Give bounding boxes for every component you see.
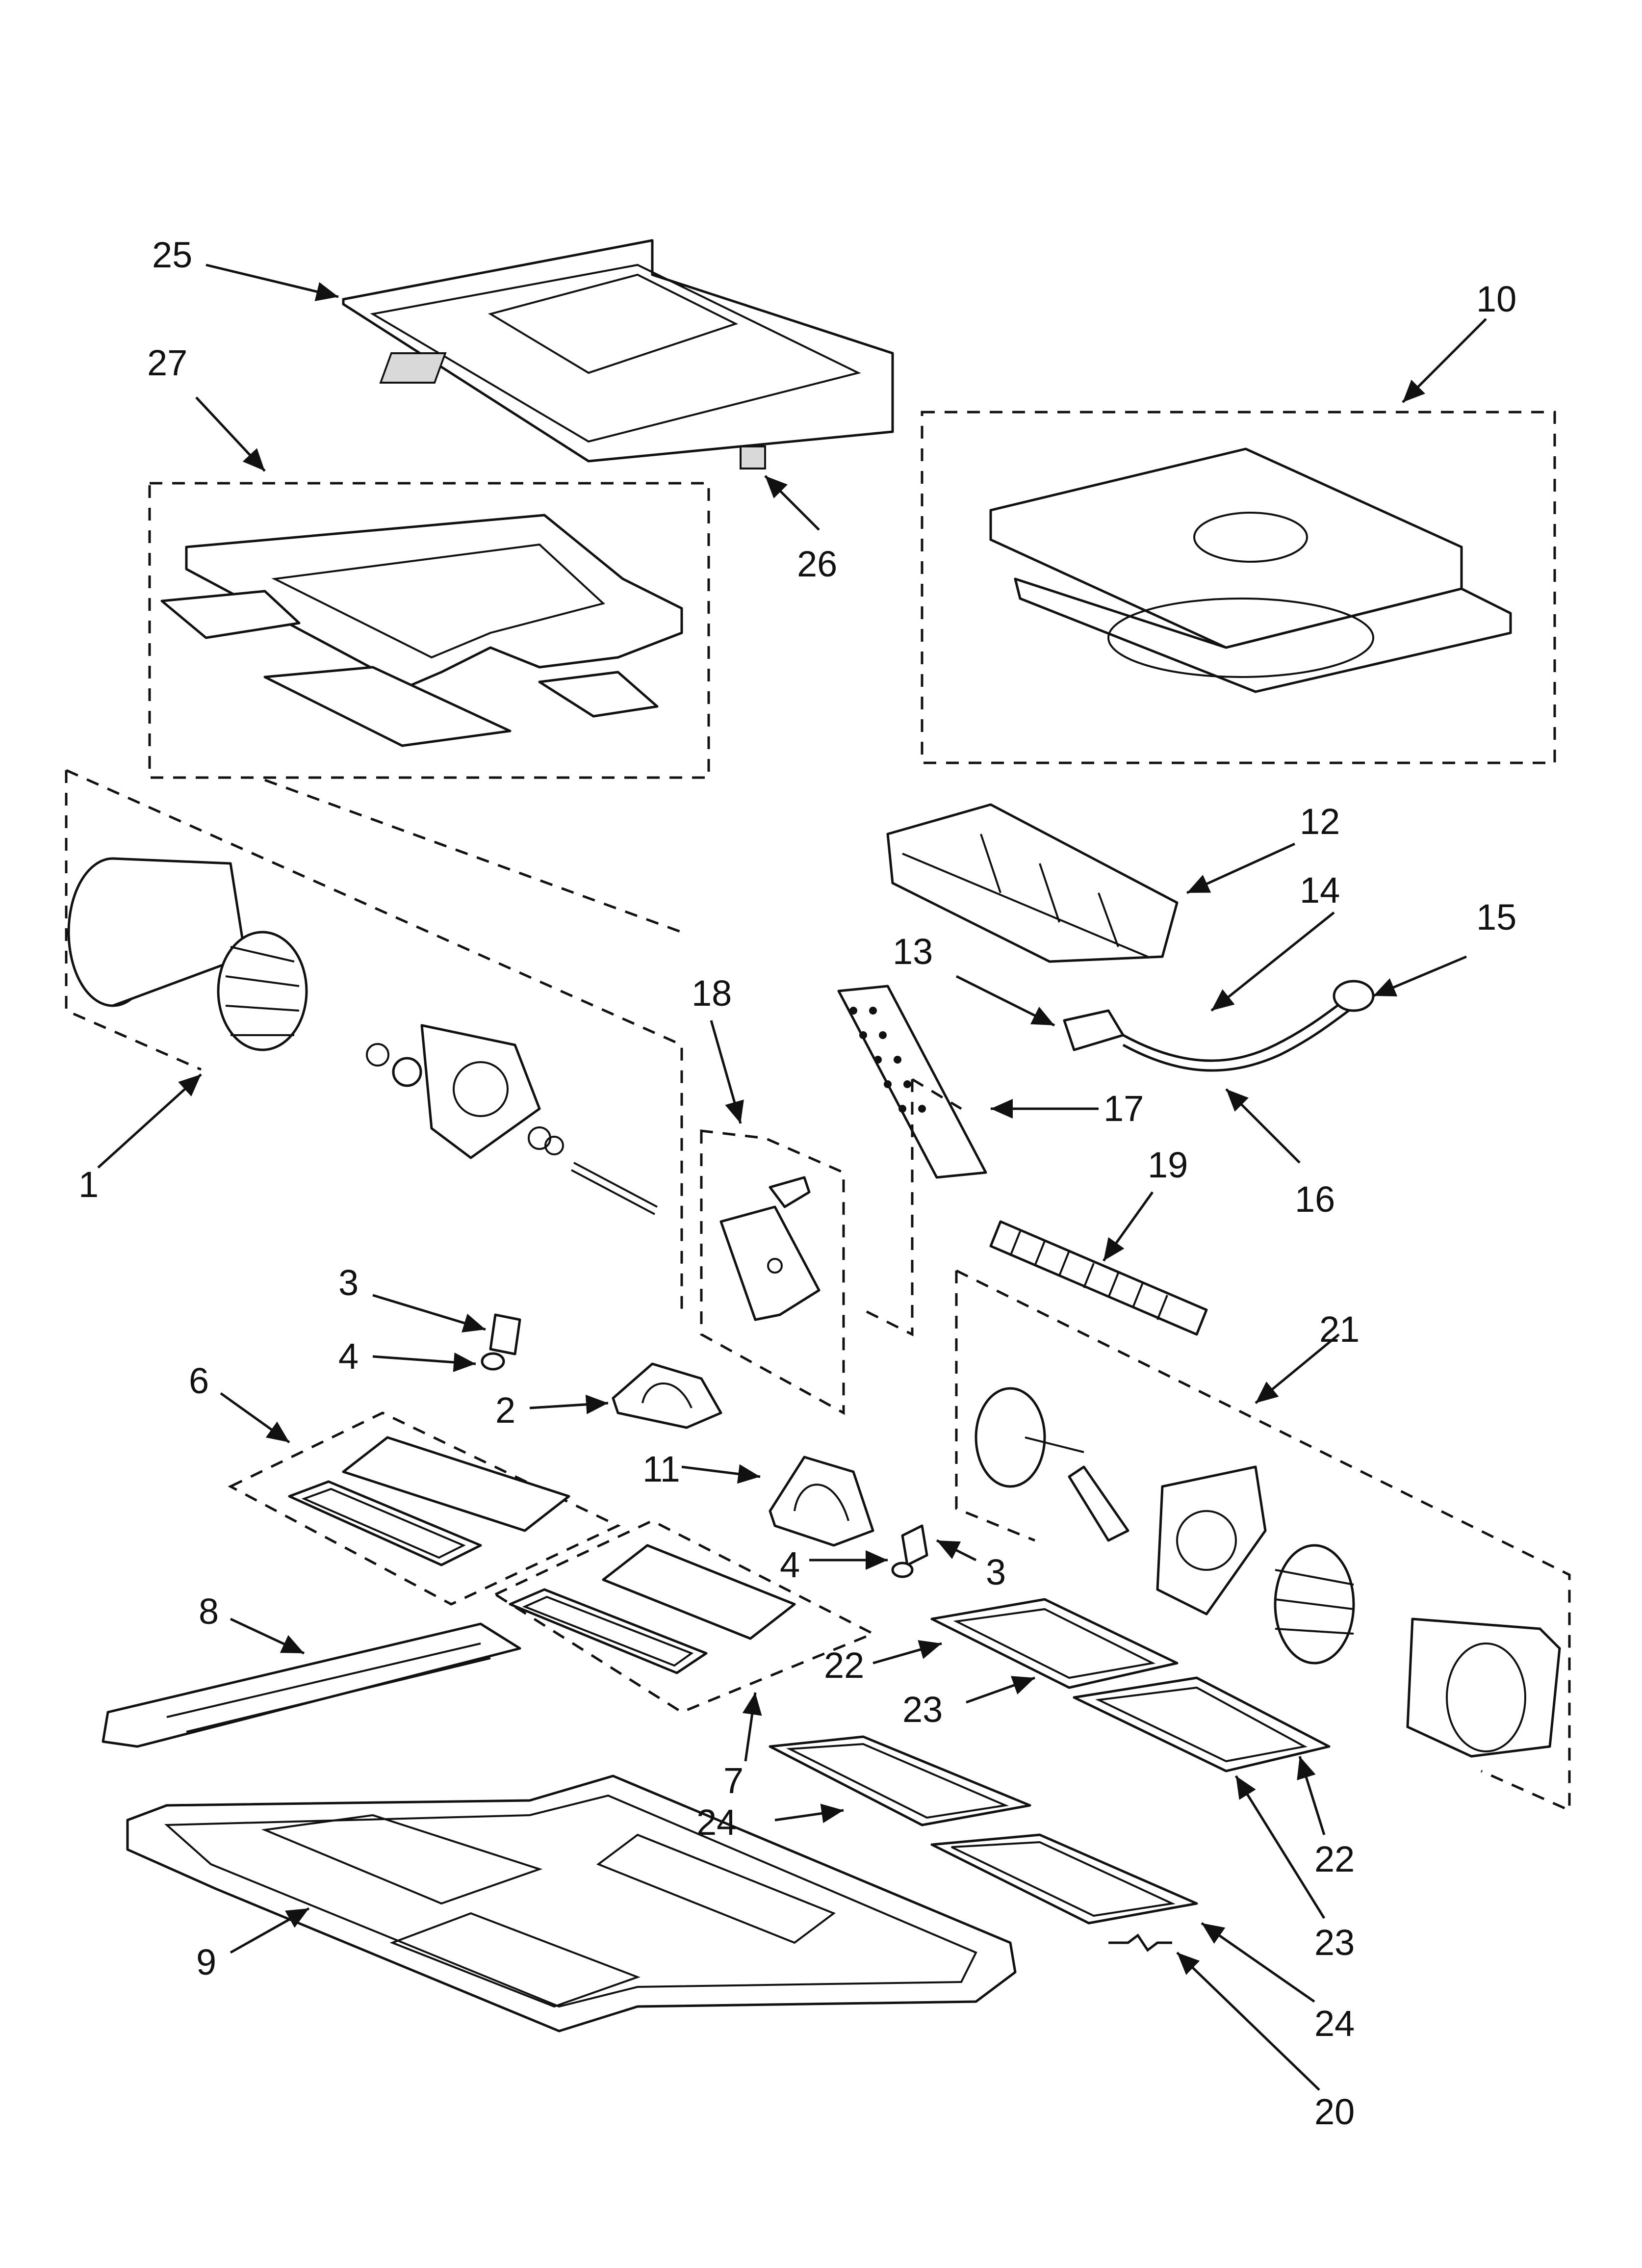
callout-27: 27	[147, 342, 187, 383]
callout-15: 15	[1476, 897, 1516, 938]
part-18-group	[700, 1129, 845, 1415]
part-10-group	[921, 411, 1556, 764]
part-9-base	[126, 1774, 1017, 2033]
separator-line	[862, 1078, 962, 1337]
callout-labels: 25 27 26 10 12 14 15 13 17 16 18 19 1 3 …	[78, 235, 1516, 2132]
callout-21: 21	[1319, 1309, 1360, 1350]
callout-14: 14	[1300, 870, 1340, 911]
callout-22-upper: 22	[824, 1645, 864, 1686]
callout-24-lower: 24	[1314, 2003, 1355, 2044]
part-24-frame-upper	[769, 1735, 1031, 1826]
callout-7: 7	[723, 1760, 744, 1801]
part-3-4-lower	[891, 1524, 928, 1578]
part-3-4-upper	[481, 1313, 521, 1371]
callout-20: 20	[1314, 2091, 1355, 2132]
callout-3-upper: 3	[338, 1262, 359, 1303]
part-21-group	[955, 1269, 1571, 1812]
callout-24-upper: 24	[696, 1802, 737, 1843]
callout-1: 1	[78, 1164, 99, 1205]
callout-23-lower: 23	[1314, 1922, 1355, 1963]
part-11-duct	[769, 1456, 874, 1547]
callout-12: 12	[1300, 801, 1340, 842]
part-13-16-harness	[1063, 980, 1375, 1072]
callout-4-lower: 4	[780, 1544, 800, 1585]
part-7-group	[492, 1519, 876, 1714]
callout-3-lower: 3	[986, 1552, 1006, 1592]
callout-2: 2	[495, 1390, 515, 1431]
part-6-group	[228, 1411, 621, 1606]
part-2-duct	[612, 1362, 722, 1429]
callout-4-upper: 4	[338, 1336, 359, 1377]
callout-10: 10	[1476, 279, 1516, 319]
callout-18: 18	[692, 973, 732, 1014]
part-12-module	[886, 803, 1179, 963]
callout-13: 13	[893, 931, 933, 972]
callout-26: 26	[797, 544, 837, 584]
part-22-23-filter-lower	[1073, 1676, 1331, 1773]
callout-25: 25	[152, 235, 192, 275]
callout-17: 17	[1103, 1088, 1144, 1129]
leader-lines	[97, 263, 1487, 2091]
callout-23-upper: 23	[902, 1689, 943, 1730]
part-24-frame-lower	[930, 1833, 1198, 1925]
callout-6: 6	[189, 1360, 209, 1401]
part-25-top-panel	[342, 239, 894, 463]
callout-9: 9	[196, 1942, 216, 1982]
part-26-clip	[740, 445, 766, 469]
part-8-rail	[102, 1622, 521, 1748]
callout-8: 8	[199, 1591, 219, 1632]
part-27-group	[148, 482, 710, 779]
part-20-clip	[1108, 1933, 1172, 1952]
part-1-group	[65, 769, 683, 1315]
part-19-rod	[989, 1220, 1208, 1336]
callout-19: 19	[1148, 1145, 1188, 1185]
callout-22-lower: 22	[1314, 1839, 1355, 1879]
callout-16: 16	[1295, 1179, 1335, 1220]
part-22-23-filter-upper	[930, 1598, 1179, 1689]
callout-11: 11	[642, 1449, 680, 1489]
